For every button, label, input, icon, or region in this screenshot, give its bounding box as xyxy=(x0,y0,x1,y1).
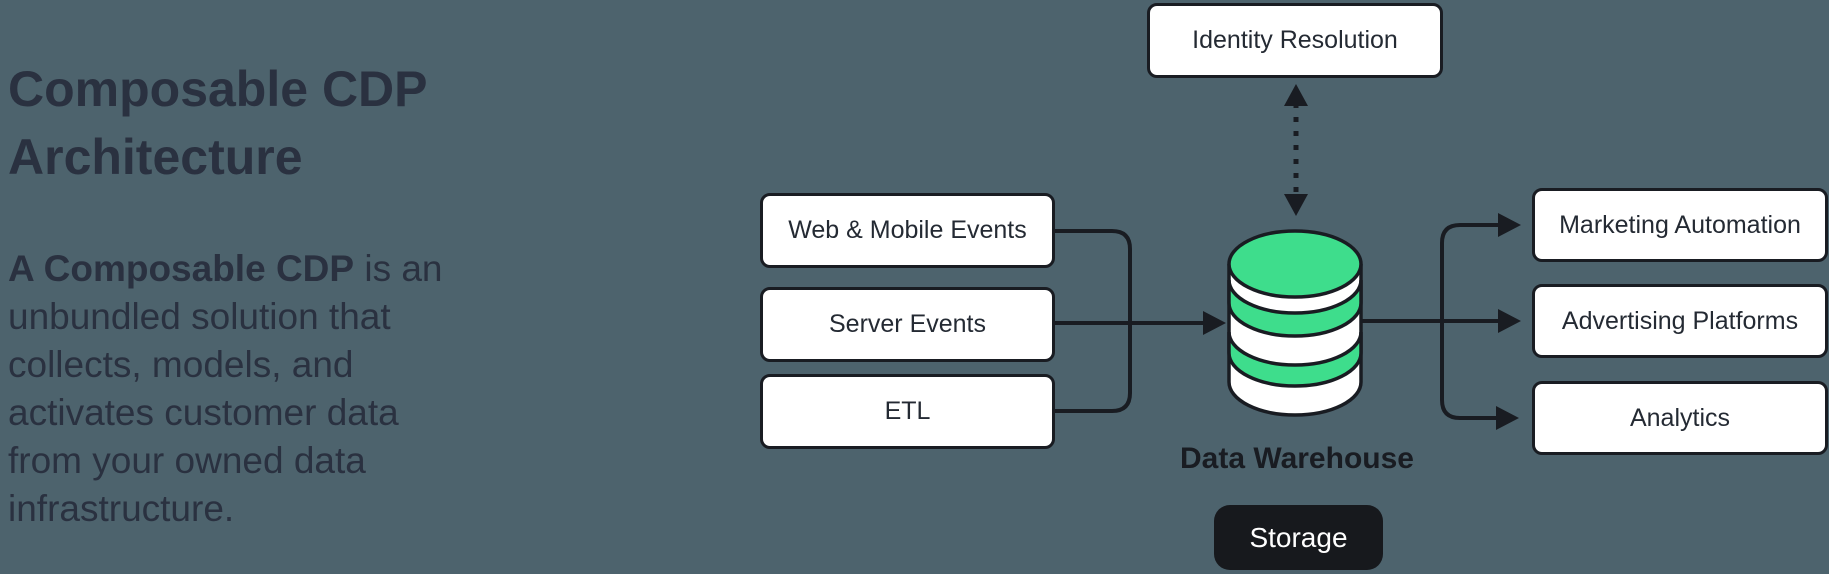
page-title: Composable CDP Architecture xyxy=(8,61,428,185)
arrowhead-down-warehouse-icon xyxy=(1284,194,1308,216)
arrowhead-into-warehouse-icon xyxy=(1203,311,1226,335)
arrowhead-up-identity-icon xyxy=(1284,84,1308,106)
node-identity-resolution-label: Identity Resolution xyxy=(1192,26,1398,54)
arrowhead-into-analytics-icon xyxy=(1496,406,1519,430)
node-server-events-label: Server Events xyxy=(828,310,986,338)
node-analytics: Analytics xyxy=(1532,381,1828,455)
connector-destinations-split xyxy=(1440,223,1500,420)
database-band-upper xyxy=(1227,279,1363,338)
intro-description-rest: is an unbundled solution that collects, … xyxy=(8,248,443,529)
node-web-mobile-events: Web & Mobile Events xyxy=(760,193,1055,268)
database-top xyxy=(1227,229,1363,299)
database-cylinder-icon xyxy=(1227,229,1363,417)
arrowhead-into-advertising-icon xyxy=(1498,309,1521,333)
data-warehouse-label: Data Warehouse xyxy=(1180,442,1414,475)
storage-badge-label: Storage xyxy=(1249,521,1348,553)
connector-sources-merge xyxy=(1055,229,1132,413)
node-marketing-automation: Marketing Automation xyxy=(1532,188,1828,262)
node-web-mobile-events-label: Web & Mobile Events xyxy=(788,216,1027,244)
node-etl: ETL xyxy=(760,374,1055,449)
node-analytics-label: Analytics xyxy=(1629,403,1731,432)
node-etl-label: ETL xyxy=(884,397,931,425)
database-band-lower xyxy=(1227,331,1363,388)
node-server-events: Server Events xyxy=(760,287,1055,362)
node-advertising-platforms: Advertising Platforms xyxy=(1532,284,1828,358)
storage-badge: Storage xyxy=(1214,505,1383,570)
arrowhead-into-marketing-icon xyxy=(1498,213,1521,237)
node-marketing-automation-label: Marketing Automation xyxy=(1559,210,1801,239)
node-advertising-platforms-label: Advertising Platforms xyxy=(1561,306,1799,335)
intro-description-bold: A Composable CDP xyxy=(8,248,355,289)
node-identity-resolution: Identity Resolution xyxy=(1147,3,1443,78)
intro-description: A Composable CDP is an unbundled solutio… xyxy=(8,245,548,533)
